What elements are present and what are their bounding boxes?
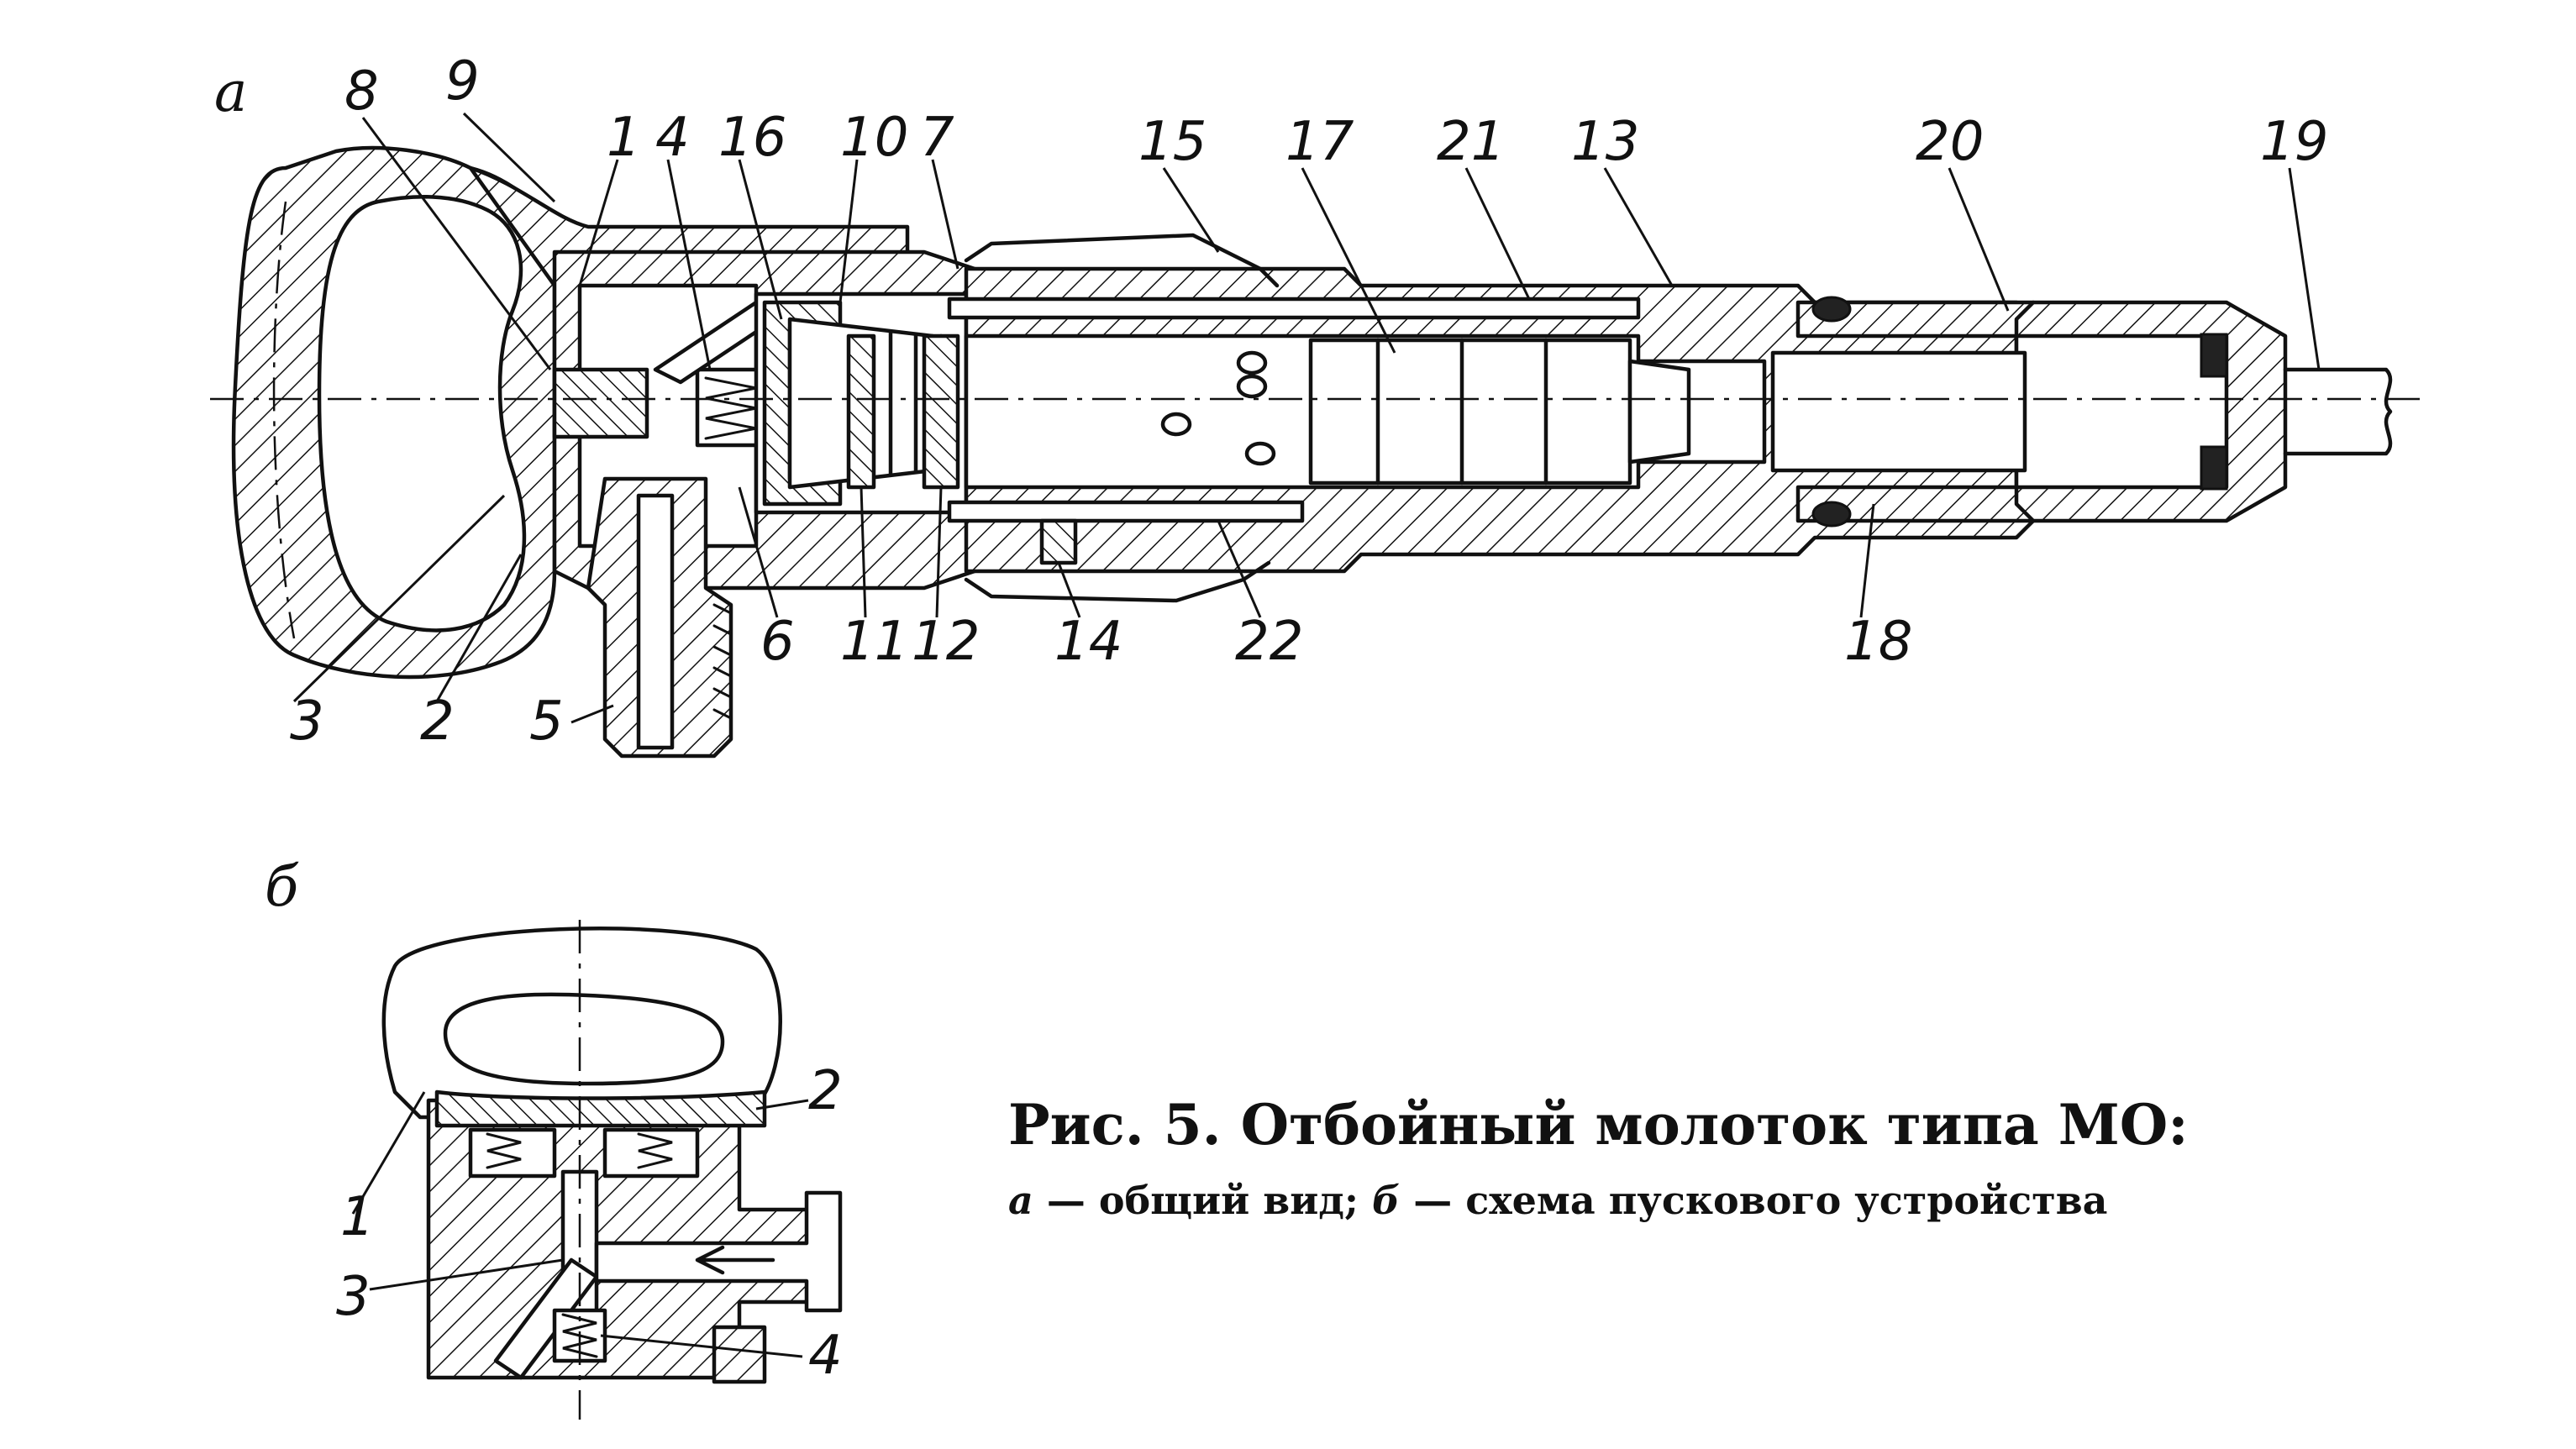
- scheme-spring-chamber-left: [468, 1127, 557, 1179]
- striker-piston: [1308, 338, 1691, 486]
- label-17: 17: [1285, 111, 1354, 173]
- label-21: 21: [1437, 111, 1505, 173]
- caption-b-text: — схема пускового устройства: [1400, 1178, 2107, 1223]
- figure-caption-title: Рис. 5. Отбойный молоток типа МО:: [1008, 1092, 2189, 1158]
- label-5: 5: [529, 690, 564, 753]
- scheme-lever: [434, 1089, 767, 1128]
- label-b-1: 1: [340, 1186, 375, 1248]
- label-4: 4: [655, 107, 690, 169]
- seal-ring-lower: [1811, 501, 1852, 528]
- scheme-flow-arrow: [695, 1245, 775, 1275]
- caption-b-letter: б: [1372, 1178, 1400, 1223]
- label-18: 18: [1844, 611, 1912, 673]
- label-14: 14: [1054, 611, 1122, 673]
- chisel-19: [2283, 367, 2393, 456]
- grip-centerline: [272, 201, 296, 639]
- locking-spring-15: [964, 233, 1280, 288]
- label-20: 20: [1916, 111, 1984, 173]
- label-22: 22: [1235, 611, 1303, 673]
- caption-a-letter: а: [1008, 1178, 1033, 1223]
- rubber-insert-lower: [2200, 445, 2228, 491]
- label-13: 13: [1571, 111, 1639, 173]
- air-duct-lower: [947, 500, 1305, 523]
- leader-lines-a: [292, 112, 2321, 724]
- inlet-thread: [712, 603, 733, 720]
- label-b-4: 4: [808, 1325, 843, 1387]
- valve-ring-11: [846, 333, 876, 490]
- label-2: 2: [420, 690, 455, 753]
- chisel-socket: [2014, 333, 2229, 490]
- label-11: 11: [840, 611, 908, 673]
- seal-ring-upper: [1811, 296, 1852, 323]
- chisel-shank-seat: [1770, 350, 2027, 473]
- label-3: 3: [290, 690, 324, 753]
- rubber-insert-upper: [2200, 333, 2228, 378]
- air-duct-upper: [947, 297, 1641, 320]
- label-8: 8: [344, 60, 379, 123]
- label-b-3: 3: [336, 1266, 371, 1328]
- locking-spring-lower: [964, 560, 1271, 603]
- handle-opening: [317, 195, 527, 633]
- label-12: 12: [912, 611, 980, 673]
- label-16: 16: [718, 107, 786, 169]
- label-6: 6: [760, 611, 795, 673]
- label-9: 9: [445, 50, 480, 113]
- label-19: 19: [2260, 111, 2328, 173]
- piston-ports: [1160, 350, 1276, 466]
- scheme-grip-inner: [443, 992, 725, 1086]
- label-7: 7: [920, 107, 954, 169]
- valve-ring-12: [922, 333, 960, 490]
- label-15: 15: [1138, 111, 1207, 173]
- scheme-outlet-nozzle: [712, 1325, 767, 1384]
- hammer-general-view: [210, 145, 2420, 759]
- caption-a-text: — общий вид;: [1033, 1178, 1372, 1223]
- starting-device-scheme: [351, 920, 843, 1420]
- label-b-2: 2: [808, 1060, 843, 1122]
- part-labels-b: 1 2 3 4: [336, 1060, 843, 1387]
- bolt-14: [1039, 518, 1078, 565]
- view-b-letter: б: [265, 854, 299, 919]
- scheme-spring-right: [637, 1132, 673, 1169]
- inlet-bore: [636, 493, 675, 750]
- label-1: 1: [607, 107, 641, 169]
- figure-caption-legend: а — общий вид; б — схема пускового устро…: [1008, 1178, 2107, 1223]
- scheme-spring-left: [486, 1132, 522, 1169]
- part-labels-a: 8 9 1 4 16 10 7 15 17 21 13 20 19 3 2 5 …: [290, 50, 2328, 753]
- view-a-letter: а: [214, 60, 247, 124]
- label-10: 10: [840, 107, 908, 169]
- valve-seat-plug: [552, 367, 649, 439]
